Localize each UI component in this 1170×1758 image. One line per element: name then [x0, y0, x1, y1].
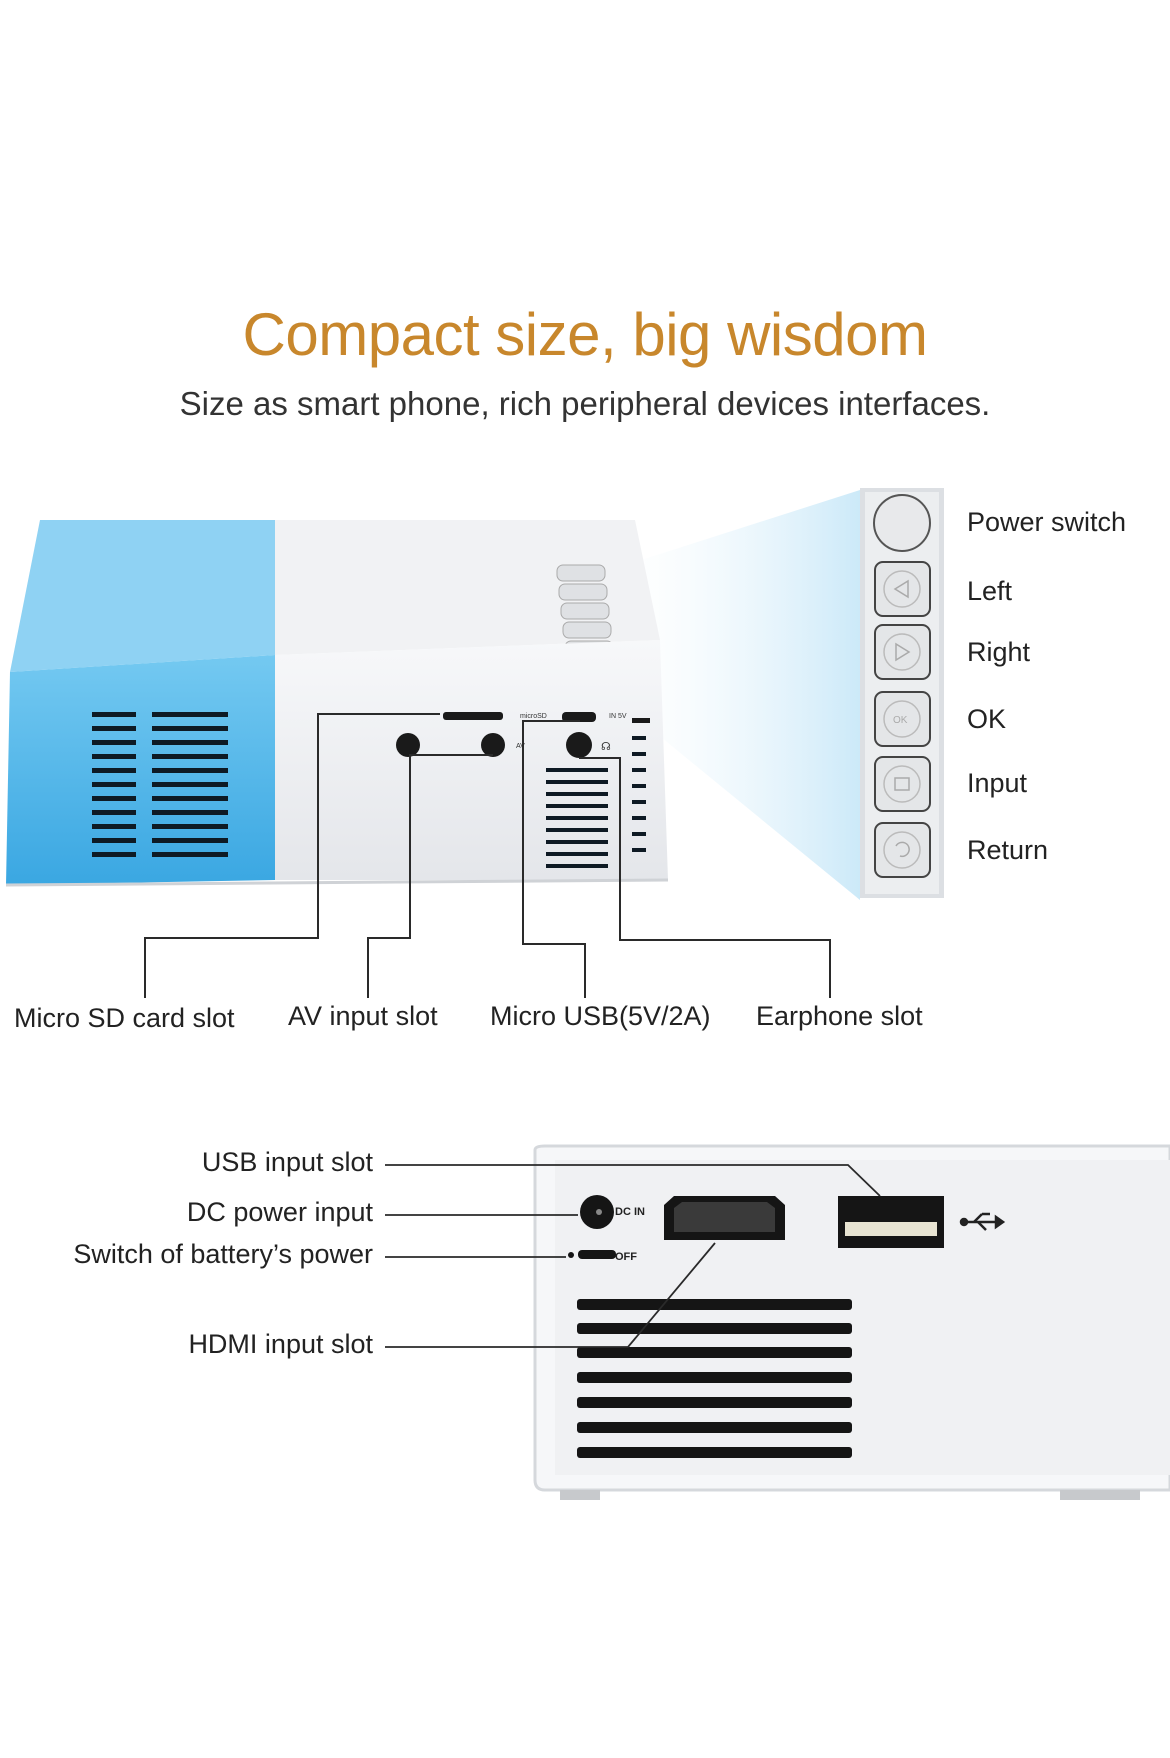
- headline: Compact size, big wisdom: [242, 301, 928, 368]
- left-button-icon: [874, 561, 931, 617]
- right-label: Right: [967, 637, 1031, 667]
- ok-button-icon: [874, 691, 931, 747]
- projector-top: [275, 520, 660, 655]
- micro-sd-marking: microSD: [520, 713, 547, 720]
- off-marking: OFF: [615, 1251, 637, 1263]
- projector-side: [275, 640, 668, 880]
- ok-icon: OK: [893, 715, 908, 726]
- return-label: Return: [967, 835, 1049, 865]
- light-beam: [610, 490, 860, 900]
- av-input-label: AV input slot: [288, 1001, 438, 1031]
- back-vent-icon: [577, 1299, 852, 1458]
- triangle-left-icon: [893, 579, 909, 599]
- av-jack: [481, 733, 505, 757]
- back-leader-lines: [385, 1164, 881, 1348]
- earphone-label: Earphone slot: [756, 1001, 923, 1031]
- input-label: Input: [967, 768, 1028, 798]
- return-icon: [895, 841, 910, 858]
- usb-input-label: USB input slot: [201, 1147, 373, 1177]
- micro-sd-label: Micro SD card slot: [14, 1003, 235, 1033]
- hdmi-input-label: HDMI input slot: [188, 1329, 373, 1359]
- in5v-marking: IN 5V: [609, 713, 627, 720]
- av-port: [396, 733, 420, 757]
- left-label: Left: [967, 576, 1013, 606]
- ok-label: OK: [967, 704, 1007, 734]
- micro-sd-slot: [443, 712, 503, 720]
- power-button-icon: [873, 494, 931, 552]
- dc-power-label: DC power input: [186, 1197, 373, 1227]
- return-button-icon: [874, 822, 931, 878]
- side-leader-lines: [144, 713, 831, 998]
- triangle-right-icon: [895, 642, 911, 662]
- input-icon: [894, 777, 910, 791]
- dc-in-marking: DC IN: [615, 1206, 645, 1218]
- battery-switch: [578, 1250, 616, 1259]
- av-marking: AV: [516, 743, 525, 750]
- micro-usb-port: [562, 712, 596, 722]
- side-vent-icon: [546, 736, 646, 868]
- subheadline: Size as smart phone, rich peripheral dev…: [179, 385, 991, 422]
- right-button-icon: [874, 624, 931, 680]
- battery-switch-label: Switch of battery’s power: [73, 1239, 373, 1269]
- usb-icon: [959, 1212, 1006, 1231]
- projector-blue-front: [6, 655, 275, 885]
- front-vent-icon: [92, 712, 228, 857]
- power-switch-label: Power switch: [967, 507, 1127, 537]
- headphone-icon: ☊: [601, 740, 611, 753]
- earphone-jack: [566, 732, 592, 758]
- micro-usb-label: Micro USB(5V/2A): [490, 1001, 711, 1031]
- input-button-icon: [874, 756, 931, 812]
